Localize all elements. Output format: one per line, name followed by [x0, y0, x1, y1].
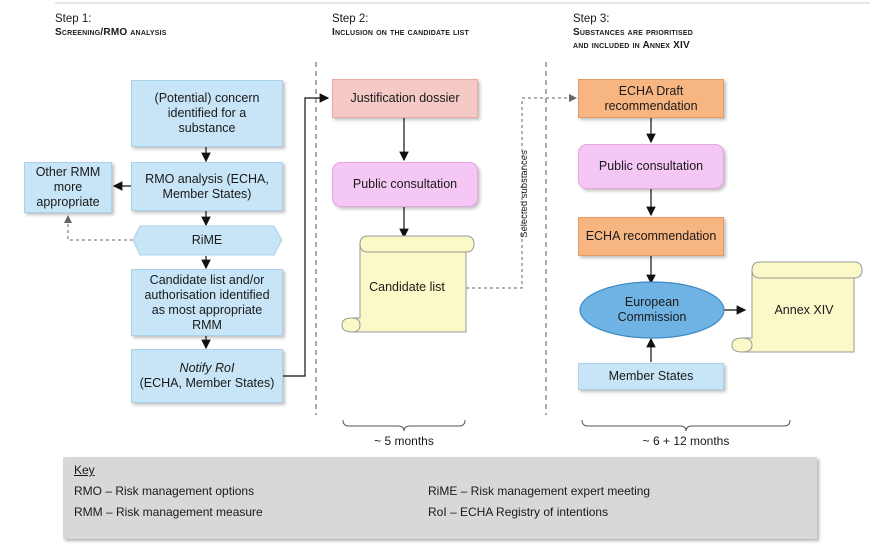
echa-recommendation-box: ECHA recommendation — [578, 217, 724, 256]
key-panel: Key RMO – Risk management options RMM – … — [63, 457, 817, 539]
rime-shape — [132, 225, 283, 256]
step3-heading: Step 3: — [573, 13, 610, 25]
key-rmm: RMM – Risk management measure — [74, 505, 263, 519]
annex-xiv-label: Annex XIV — [774, 302, 834, 317]
rime-label: RiME — [191, 233, 223, 247]
step3-duration: ~ 6 + 12 months — [642, 434, 730, 448]
step3-subtitle-line2: and included in Annex XIV — [573, 40, 690, 51]
key-roi: RoI – ECHA Registry of intentions — [428, 505, 609, 519]
candidate-list-label: Candidate list — [369, 279, 445, 294]
concern-box: (Potential) concern identified for a sub… — [131, 80, 283, 147]
echa-draft-recommendation-box: ECHA Draft recommendation — [578, 79, 724, 118]
public-consultation-step3-box: Public consultation — [578, 144, 724, 189]
candidate-authorisation-box: Candidate list and/or authorisation iden… — [131, 269, 283, 336]
step1-subtitle: Screening/RMO analysis — [55, 27, 167, 38]
european-commission-label: European Commission — [617, 295, 687, 324]
step2-heading: Step 2: — [332, 13, 369, 25]
notify-rol-rest: (ECHA, Member States) — [139, 376, 275, 390]
member-states-box: Member States — [578, 363, 724, 390]
other-rmm-box: Other RMM more appropriate — [24, 162, 112, 213]
brace-step2 — [342, 419, 466, 432]
step2-duration: ~ 5 months — [374, 434, 434, 448]
key-rime: RiME – Risk management expert meeting — [428, 484, 651, 498]
justification-dossier-box: Justification dossier — [332, 79, 478, 118]
step1-heading: Step 1: — [55, 13, 92, 25]
brace-step3 — [581, 419, 791, 432]
candidate-list-scroll — [341, 235, 475, 333]
european-commission-ellipse — [579, 281, 725, 339]
selected-substances-label: Selected substances — [519, 150, 530, 238]
public-consultation-step2-box: Public consultation — [332, 162, 478, 207]
step3-subtitle-line1: Substances are prioritised — [573, 27, 693, 38]
key-title: Key — [74, 463, 95, 477]
rmo-analysis-box: RMO analysis (ECHA, Member States) — [131, 162, 283, 211]
annex-xiv-scroll — [731, 261, 863, 353]
notify-rol-italic: Notify RoI — [179, 361, 235, 375]
key-rmo: RMO – Risk management options — [74, 484, 255, 498]
notify-rol-box: Notify RoI (ECHA, Member States) — [131, 349, 283, 403]
step2-subtitle: Inclusion on the candidate list — [332, 27, 470, 38]
